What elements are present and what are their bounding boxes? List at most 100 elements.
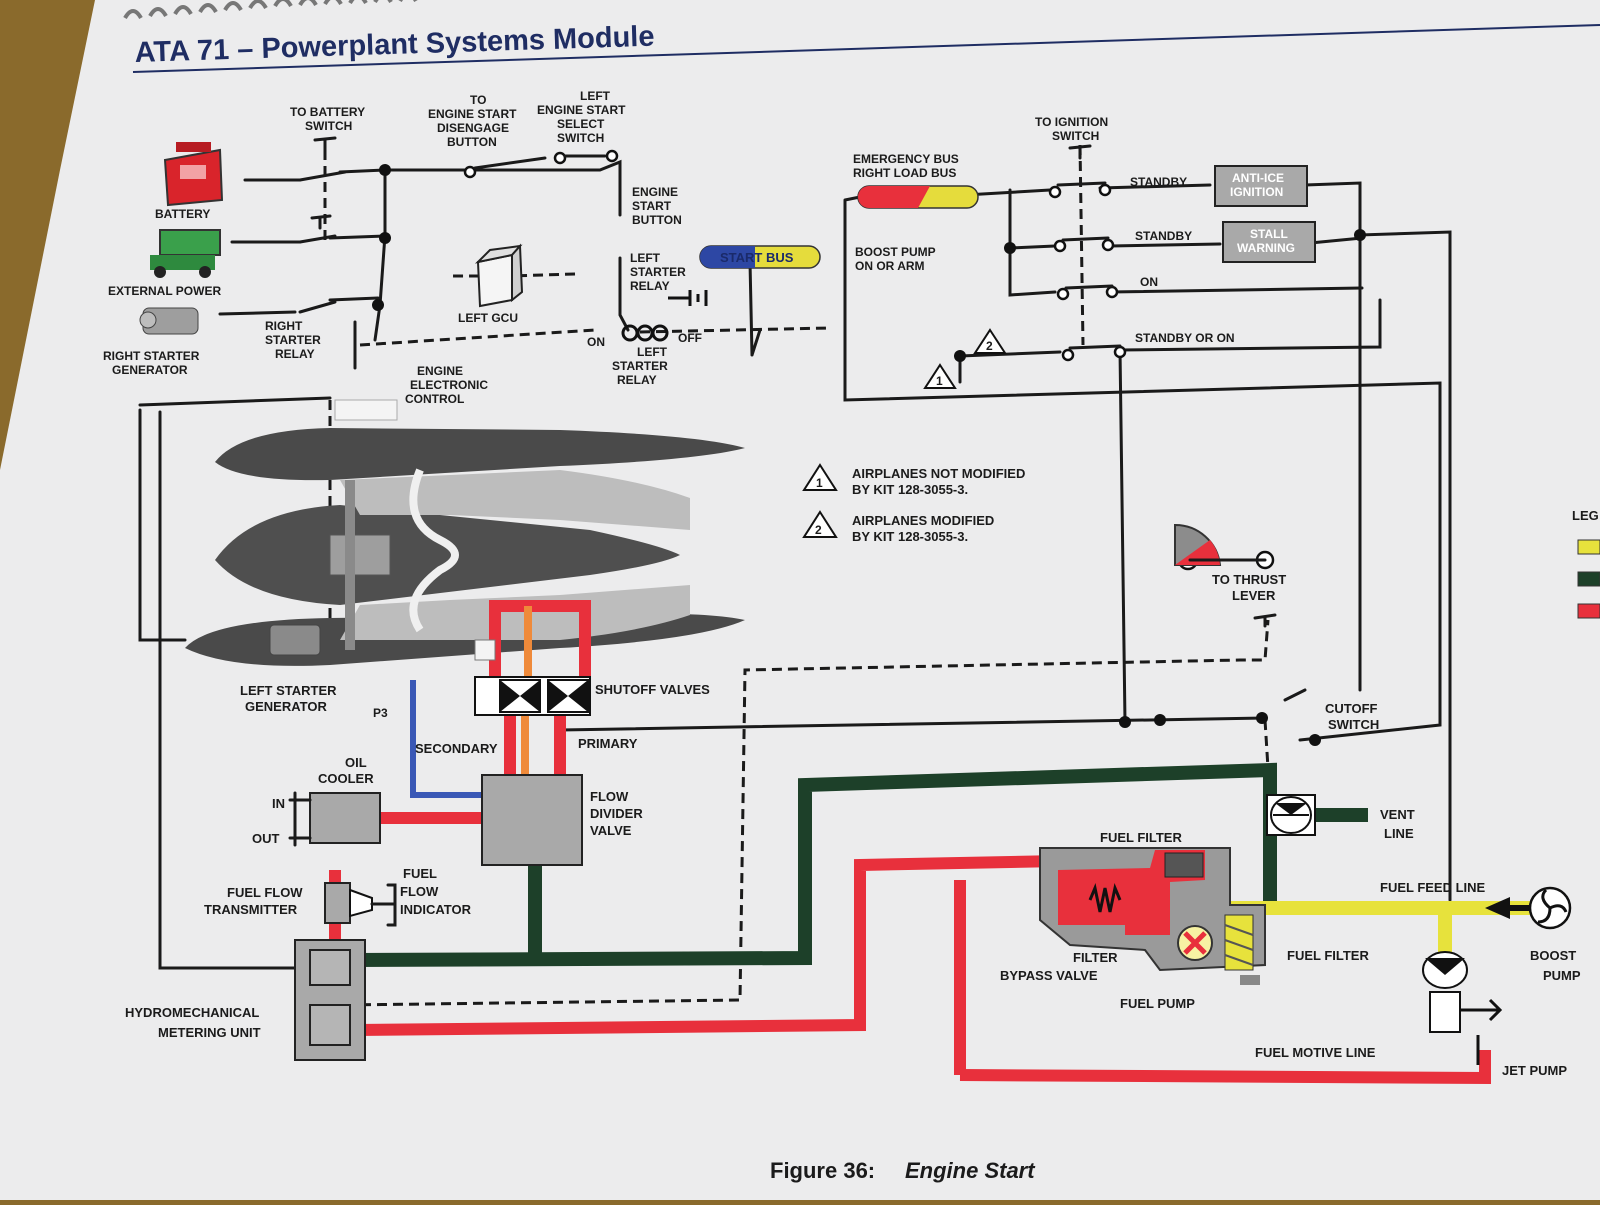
note-1-line-1: AIRPLANES NOT MODIFIED [852,466,1025,481]
disengage-label-4: BUTTON [447,135,497,149]
left-starter-relay-top-2: STARTER [630,265,686,279]
oil-cooler-label-1: OIL [345,755,367,770]
boost-pump-label-2: PUMP [1543,968,1581,983]
fuel-filter-top-label: FUEL FILTER [1100,830,1182,845]
hmu-label-1: HYDROMECHANICAL [125,1005,259,1020]
left-starter-generator-label-1: LEFT STARTER [240,683,337,698]
standby-or-on-label: STANDBY OR ON [1135,331,1235,345]
boost-pump-label-2: ON OR ARM [855,259,925,273]
fuel-feed-line-label: FUEL FEED LINE [1380,880,1486,895]
engine-start-button-label-2: START [632,199,672,213]
to-thrust-lever-label-1: TO THRUST [1212,572,1286,587]
start-bus [699,245,821,269]
note-2-symbol: 2 [802,510,838,538]
eec-label-3: CONTROL [405,392,464,406]
note-2-line-1: AIRPLANES MODIFIED [852,513,994,528]
fuel-pump-label: FUEL PUMP [1120,996,1195,1011]
to-thrust-lever-label-2: LEVER [1232,588,1276,603]
cutoff-switch-label-2: SWITCH [1328,717,1379,732]
fuel-pump-assembly [1039,847,1266,985]
fuel-feed-arrow [1485,897,1535,919]
note-1-line-2: BY KIT 128-3055-3. [852,482,968,497]
p3-label: P3 [373,706,388,720]
select-switch-label-3: SELECT [557,117,605,131]
figure-title: Engine Start [905,1158,1036,1183]
svg-text:2: 2 [815,523,822,537]
battery-icon [163,142,224,207]
to-ignition-switch-label-1: TO IGNITION [1035,115,1108,129]
to-ignition-switch-label-2: SWITCH [1052,129,1099,143]
anti-ice-label-1: ANTI-ICE [1232,171,1284,185]
flow-divider-label-1: FLOW [590,789,629,804]
left-starter-generator-label-2: GENERATOR [245,699,327,714]
engine-start-button-label-3: BUTTON [632,213,682,227]
thrust-lever-icon [1174,523,1267,566]
svg-text:1: 1 [816,476,823,490]
stall-warning-label-2: WARNING [1237,241,1295,255]
fuel-motive-line-label: FUEL MOTIVE LINE [1255,1045,1376,1060]
svg-text:LEG: LEG [1572,508,1599,523]
fuel-flow-indicator-label-2: FLOW [400,884,439,899]
boost-pump-label-1: BOOST [1530,948,1576,963]
select-switch-label-2: ENGINE START [537,103,626,117]
note-triangle-1-inline: 1 [923,363,957,389]
right-starter-generator-label-1: RIGHT STARTER [103,349,200,363]
header-rule [132,24,1600,73]
right-starter-relay-label-2: STARTER [265,333,321,347]
vent-valve [1266,794,1316,836]
right-starter-generator-icon [139,307,199,335]
to-battery-switch-label-1: TO BATTERY [290,105,365,119]
flow-divider-label-2: DIVIDER [590,806,643,821]
hydromechanical-metering-unit [294,939,366,1061]
external-power-icon [150,229,221,278]
to-battery-switch-label-2: SWITCH [305,119,352,133]
anti-ice-label-2: IGNITION [1230,185,1283,199]
battery-label: BATTERY [155,207,210,221]
thrust-lever-link [1253,613,1277,628]
fuel-flow-indicator-label-1: FUEL [403,866,437,881]
fuel-filter-right-label: FUEL FILTER [1287,948,1369,963]
disengage-label-2: ENGINE START [428,107,517,121]
vent-line-label-1: VENT [1380,807,1415,822]
standby-2-label: STANDBY [1135,229,1192,243]
boost-pump-icon [1528,886,1572,930]
emergency-bus-label-2: RIGHT LOAD BUS [853,166,956,180]
oil-cooler-label-2: COOLER [318,771,374,786]
figure-number: Figure 36: [770,1158,875,1183]
disengage-label-1: TO [470,93,486,107]
left-starter-relay-top-1: LEFT [630,251,661,265]
stall-warning-label-1: STALL [1250,227,1288,241]
left-starter-relay-bottom-2: STARTER [612,359,668,373]
oil-out-label: OUT [252,831,280,846]
standby-1-label: STANDBY [1130,175,1187,189]
stall-warning-box [1222,221,1316,263]
fuel-flow-indicator-link [370,883,397,927]
select-switch-label-4: SWITCH [557,131,604,145]
shutoff-valves [474,639,591,716]
fuel-flow-transmitter-label-1: FUEL FLOW [227,885,303,900]
emergency-bus-label-1: EMERGENCY BUS [853,152,959,166]
oil-lines [288,791,312,847]
engine-start-button-label-1: ENGINE [632,185,678,199]
hmu-label-2: METERING UNIT [158,1025,261,1040]
filter-bypass-label-2: BYPASS VALVE [1000,968,1098,983]
disengage-label-3: DISENGAGE [437,121,509,135]
anti-ice-ignition-box [1214,165,1308,207]
eec-label-2: ELECTRONIC [410,378,488,392]
engine-electronic-control-box [334,399,398,421]
start-bus-label: START BUS [720,250,794,265]
secondary-label: SECONDARY [415,741,498,756]
cutoff-switch-label-1: CUTOFF [1325,701,1378,716]
fuel-flow-indicator-label-3: INDICATOR [400,902,472,917]
left-starter-relay-coil [621,290,708,342]
fuel-flow-transmitter-label-2: TRANSMITTER [204,902,298,917]
eec-label-1: ENGINE [417,364,463,378]
flow-divider-label-3: VALVE [590,823,632,838]
filter-bypass-label-1: FILTER [1073,950,1118,965]
fuel-lines [329,600,1560,1085]
left-starter-relay-bottom-3: RELAY [617,373,657,387]
on-switch-label: ON [1140,275,1158,289]
svg-text:2: 2 [986,339,993,353]
spiral-binding [123,0,418,20]
